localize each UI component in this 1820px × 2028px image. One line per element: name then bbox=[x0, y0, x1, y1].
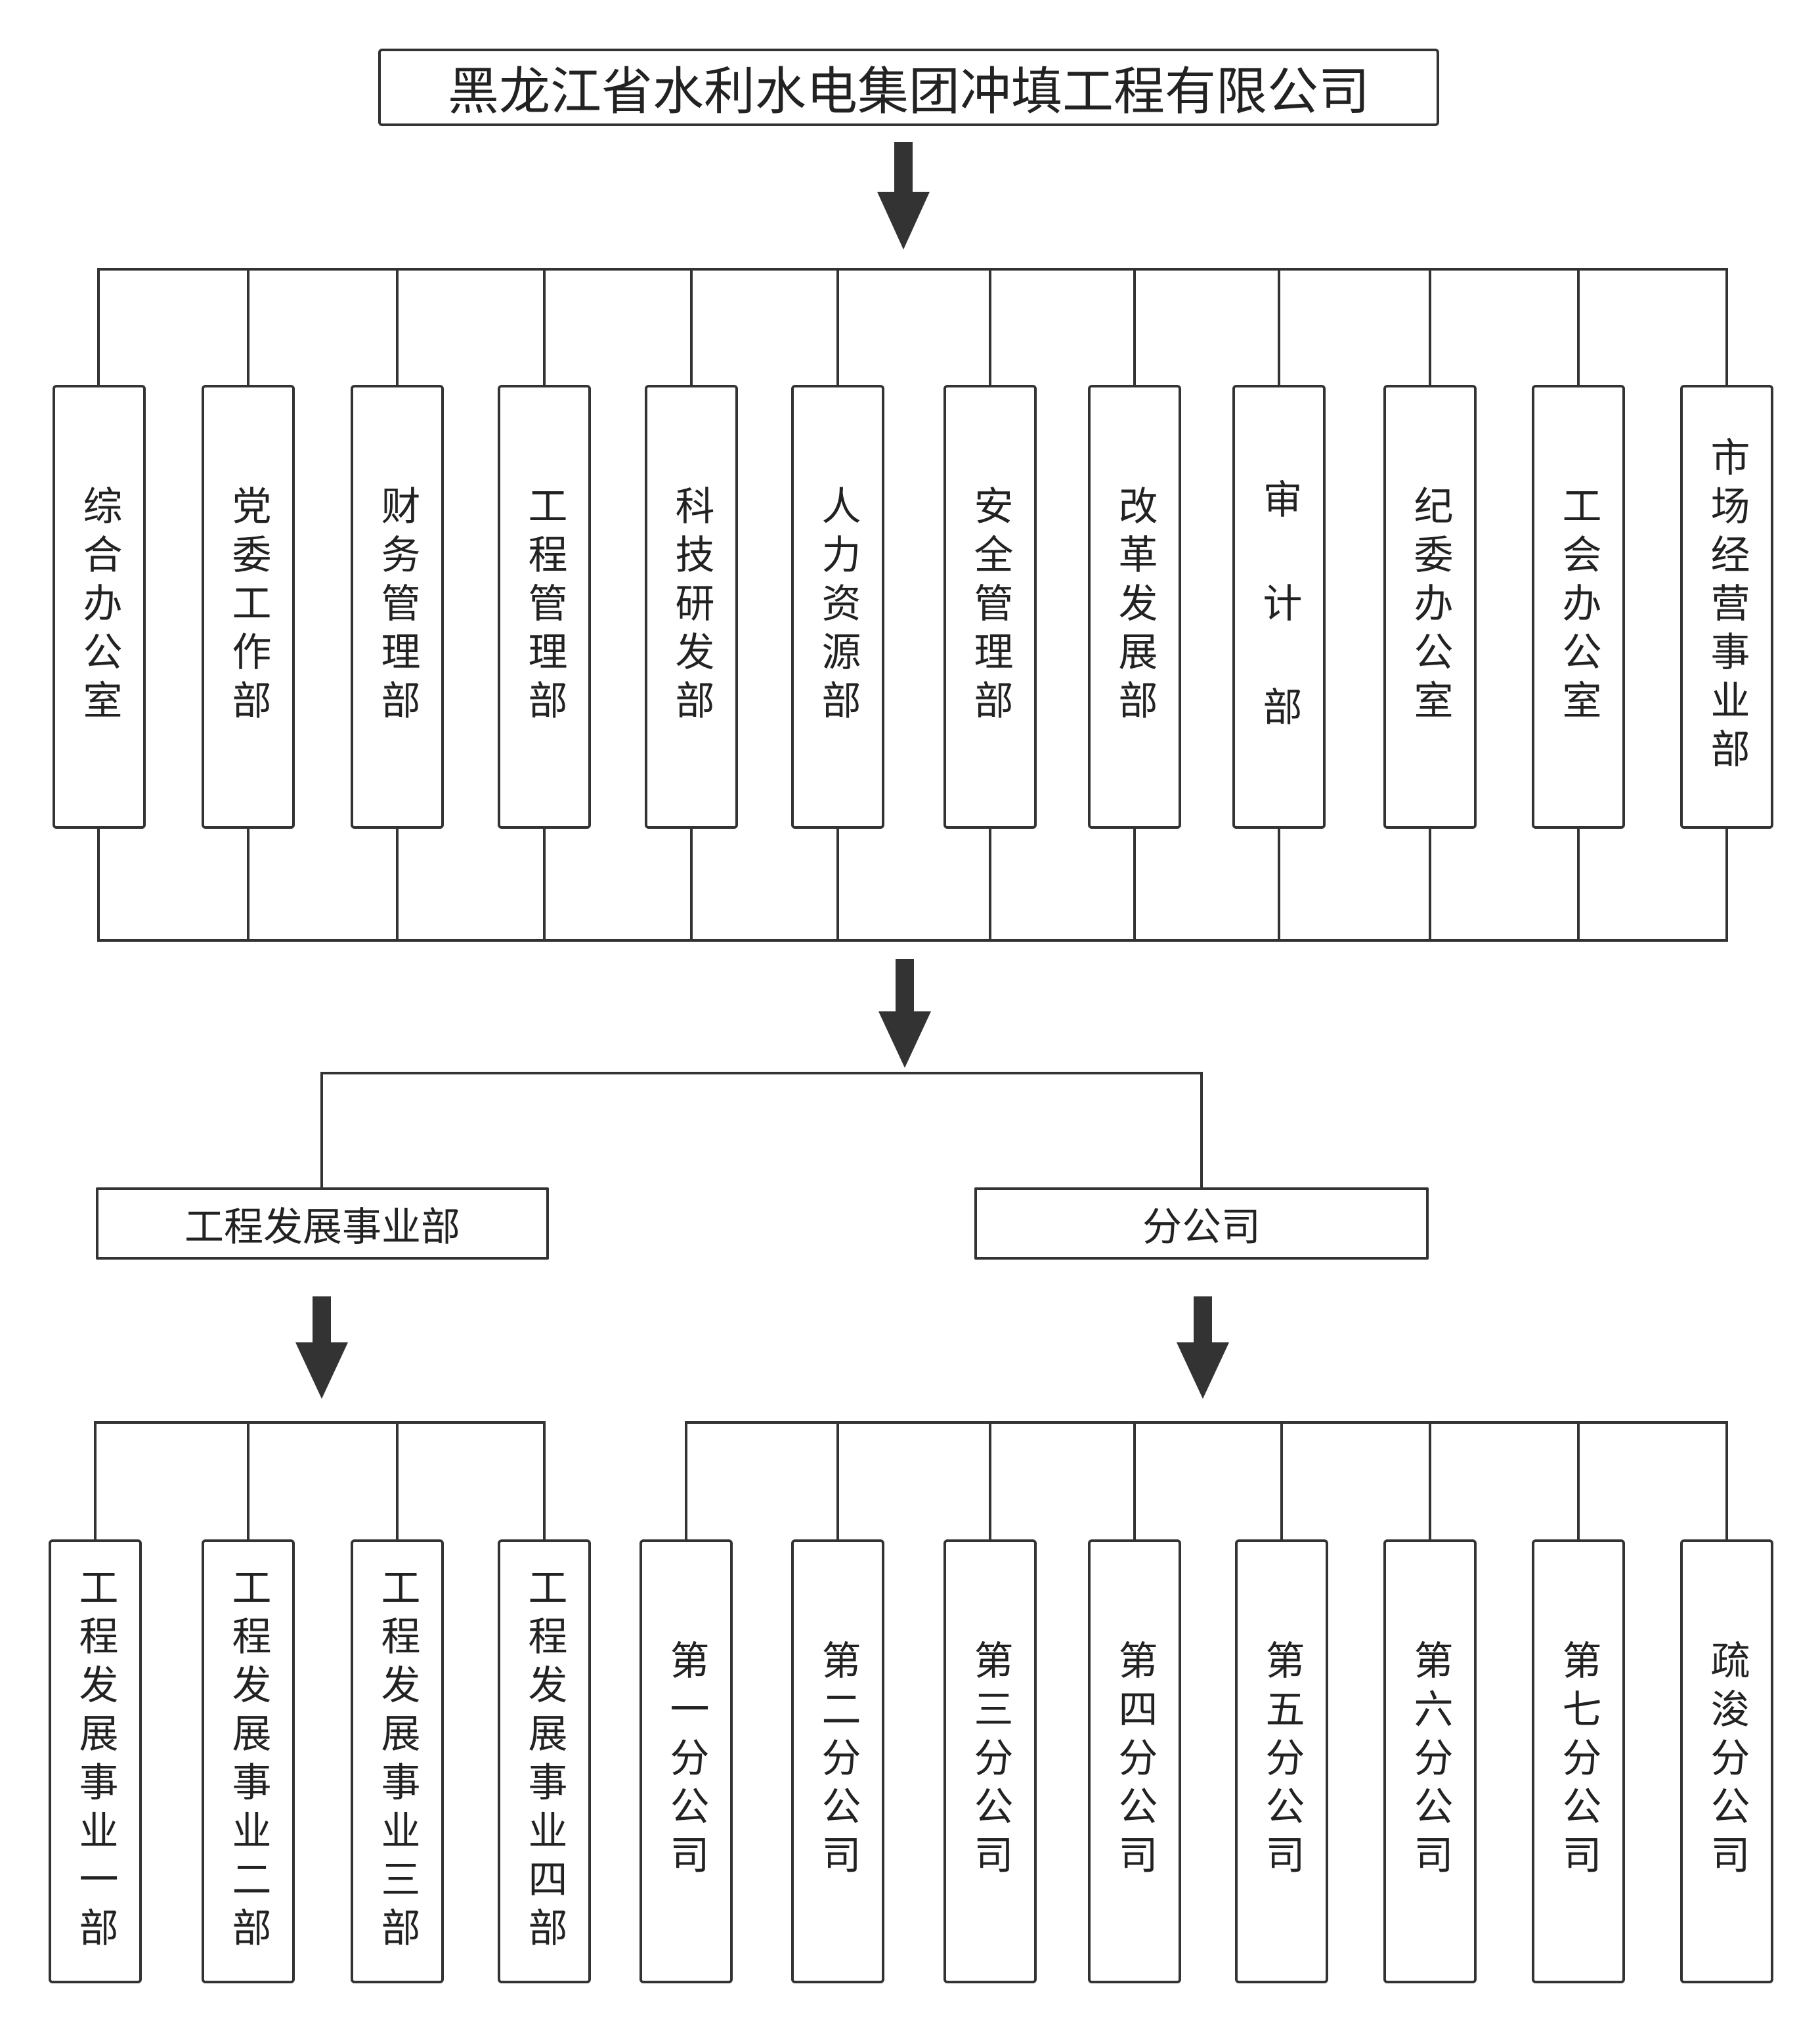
branch-division-box: 分公司 bbox=[974, 1187, 1429, 1260]
dept-box: 人力资源部 bbox=[791, 385, 884, 829]
company-title: 黑龙江省水利水电集团冲填工程有限公司 bbox=[447, 62, 1370, 121]
branch-unit-box: 第四分公司 bbox=[1088, 1539, 1181, 1983]
branch-unit-label: 第三分公司 bbox=[967, 1640, 1013, 1883]
dept-label: 财务管理部 bbox=[374, 485, 420, 728]
engineering-unit-label: 工程发展事业三部 bbox=[374, 1567, 420, 1956]
dept-box: 纪委办公室 bbox=[1383, 385, 1477, 829]
branch-unit-label: 第五分公司 bbox=[1259, 1640, 1305, 1883]
dept-label: 纪委办公室 bbox=[1407, 485, 1453, 728]
arrow-down-icon bbox=[295, 1296, 348, 1399]
dept-label: 市场经营事业部 bbox=[1704, 437, 1750, 777]
engineering-unit-box: 工程发展事业四部 bbox=[498, 1539, 591, 1983]
engineering-unit-box: 工程发展事业二部 bbox=[202, 1539, 295, 1983]
dept-box: 财务管理部 bbox=[351, 385, 444, 829]
dept-box: 工会办公室 bbox=[1532, 385, 1625, 829]
dept-label: 改革发展部 bbox=[1112, 485, 1158, 728]
engineering-division-label: 工程发展事业部 bbox=[184, 1204, 460, 1250]
dept-box: 科技研发部 bbox=[645, 385, 738, 829]
branch-unit-label: 第四分公司 bbox=[1112, 1640, 1158, 1883]
dept-label: 审 计 部 bbox=[1256, 479, 1302, 735]
dept-box: 安全管理部 bbox=[943, 385, 1037, 829]
engineering-unit-label: 工程发展事业四部 bbox=[521, 1567, 567, 1956]
engineering-unit-box: 工程发展事业一部 bbox=[49, 1539, 142, 1983]
dept-box: 工程管理部 bbox=[498, 385, 591, 829]
branch-unit-label: 第六分公司 bbox=[1407, 1640, 1453, 1883]
dept-label: 工程管理部 bbox=[521, 485, 567, 728]
dept-label: 工会办公室 bbox=[1555, 485, 1601, 728]
dept-label: 综合办公室 bbox=[76, 485, 122, 728]
branch-unit-box: 第二分公司 bbox=[791, 1539, 884, 1983]
company-title-box: 黑龙江省水利水电集团冲填工程有限公司 bbox=[378, 49, 1439, 126]
dept-label: 科技研发部 bbox=[668, 485, 714, 728]
branch-unit-label: 第一分公司 bbox=[663, 1640, 709, 1883]
dept-label: 人力资源部 bbox=[815, 485, 861, 728]
dept-box: 审 计 部 bbox=[1232, 385, 1326, 829]
dept-box: 综合办公室 bbox=[53, 385, 146, 829]
branch-unit-box: 第一分公司 bbox=[639, 1539, 733, 1983]
branch-unit-label: 第二分公司 bbox=[815, 1640, 861, 1883]
engineering-division-box: 工程发展事业部 bbox=[96, 1187, 549, 1260]
engineering-unit-box: 工程发展事业三部 bbox=[351, 1539, 444, 1983]
dept-label: 党委工作部 bbox=[225, 485, 271, 728]
arrow-down-icon bbox=[878, 959, 931, 1068]
engineering-unit-label: 工程发展事业一部 bbox=[72, 1567, 118, 1956]
branch-unit-box: 第六分公司 bbox=[1383, 1539, 1477, 1983]
branch-unit-box: 第七分公司 bbox=[1532, 1539, 1625, 1983]
branch-unit-label: 第七分公司 bbox=[1555, 1640, 1601, 1883]
arrow-down-icon bbox=[877, 142, 930, 250]
dept-box: 市场经营事业部 bbox=[1680, 385, 1773, 829]
dept-box: 党委工作部 bbox=[202, 385, 295, 829]
dept-label: 安全管理部 bbox=[967, 485, 1013, 728]
branch-division-label: 分公司 bbox=[1142, 1204, 1261, 1250]
arrow-down-icon bbox=[1177, 1296, 1229, 1399]
dept-box: 改革发展部 bbox=[1088, 385, 1181, 829]
branch-unit-box: 第三分公司 bbox=[943, 1539, 1037, 1983]
branch-unit-label: 疏浚分公司 bbox=[1704, 1640, 1750, 1883]
branch-unit-box: 疏浚分公司 bbox=[1680, 1539, 1773, 1983]
branch-unit-box: 第五分公司 bbox=[1235, 1539, 1328, 1983]
engineering-unit-label: 工程发展事业二部 bbox=[225, 1567, 271, 1956]
